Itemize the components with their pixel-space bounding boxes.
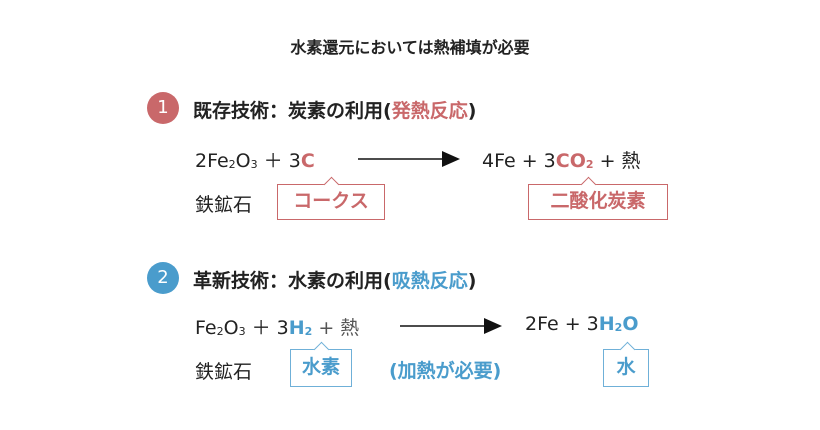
reagent: H [288, 317, 305, 339]
hydrogen-callout: 水素 [290, 341, 352, 387]
callout-label: コークス [293, 190, 369, 212]
ore-label: 鉄鉱石 [195, 361, 253, 383]
subscript: 2 [585, 158, 594, 171]
lhs-text: O [223, 317, 239, 339]
section1-rhs: 4Fe + 3CO2 + 熱 [482, 146, 641, 173]
coke-callout: コークス [277, 176, 385, 220]
heading-close: ) [467, 270, 477, 292]
product: H [598, 313, 615, 335]
subscript: 2 [216, 325, 224, 338]
lhs-text: 2Fe [195, 150, 229, 172]
co2-callout: 二酸化炭素 [528, 176, 668, 220]
section2-rhs: 2Fe + 3H2O [525, 313, 638, 335]
subscript: 3 [250, 158, 258, 171]
lhs-text: Fe [195, 317, 217, 339]
product: O [622, 313, 639, 335]
diagram-title: 水素還元においては熱補填が必要 [290, 38, 530, 57]
section1-heading: 既存技術：炭素の利用(発熱反応) [193, 96, 476, 123]
lhs-text: + 熱 [312, 317, 360, 339]
subscript: 2 [304, 325, 313, 338]
heading-highlight: 吸熱反応 [391, 270, 468, 292]
callout-label: 水 [616, 356, 636, 378]
rhs-text: + 熱 [593, 150, 641, 172]
subscript: 2 [614, 321, 623, 334]
ore-label: 鉄鉱石 [195, 194, 253, 216]
lhs-text: O [235, 150, 251, 172]
section2-heading: 革新技術：水素の利用(吸熱反応) [193, 266, 476, 293]
heading-text: 既存技術：炭素の利用( [193, 100, 392, 122]
callout-label: 水素 [301, 356, 340, 378]
lhs-text: ＋ 3 [257, 150, 301, 172]
subscript: 2 [228, 158, 236, 171]
heading-highlight: 発熱反応 [391, 100, 468, 122]
lhs-text: ＋ 3 [245, 317, 289, 339]
reagent: C [300, 150, 315, 172]
step-2-badge: 2 [147, 262, 179, 294]
rhs-text: 2Fe + 3 [525, 313, 599, 335]
reaction-arrow [358, 151, 460, 167]
callout-label: 二酸化炭素 [550, 190, 646, 212]
heading-close: ) [467, 100, 477, 122]
heading-text: 革新技術：水素の利用( [193, 270, 392, 292]
reaction-arrow [400, 318, 502, 334]
step-1-badge: 1 [147, 92, 179, 124]
heating-note: (加熱が必要) [389, 360, 502, 382]
product: CO [555, 150, 586, 172]
callout-notch [619, 341, 636, 358]
callout-notch [313, 341, 330, 358]
section1-lhs: 2Fe2O3 ＋ 3C [195, 146, 315, 173]
subscript: 3 [238, 325, 246, 338]
rhs-text: 4Fe + 3 [482, 150, 556, 172]
water-callout: 水 [603, 341, 649, 387]
section2-lhs: Fe2O3 ＋ 3H2 + 熱 [195, 313, 359, 340]
